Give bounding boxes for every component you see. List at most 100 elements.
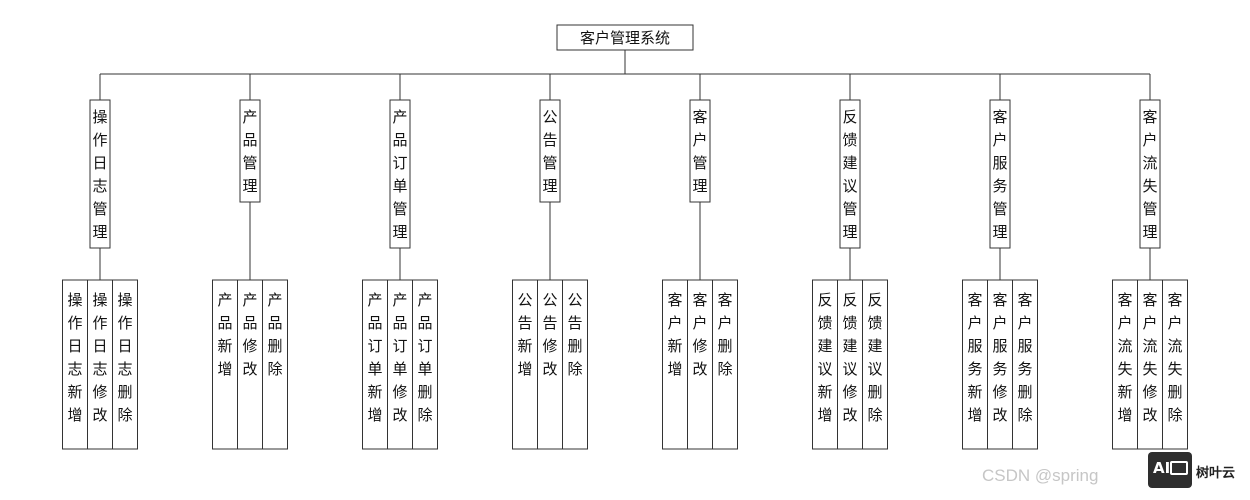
watermark-logo-text: AI: [1153, 459, 1171, 477]
function-node: 客户流失修改: [1137, 279, 1163, 450]
module-label: 公告管理: [542, 108, 557, 195]
function-box: [862, 279, 888, 450]
module-node: 反馈建议管理: [839, 99, 861, 249]
module-box: [239, 99, 261, 203]
function-node: 客户修改: [687, 279, 713, 450]
function-box: [237, 279, 263, 450]
function-box: [512, 279, 538, 450]
module-label: 客户服务管理: [992, 108, 1007, 241]
function-node: 产品新增: [212, 279, 238, 450]
function-label: 产品订单新增: [367, 291, 382, 424]
module-node: 操作日志管理: [89, 99, 111, 249]
module-node: 公告管理: [539, 99, 561, 203]
function-box: [112, 279, 138, 450]
root-box: [556, 24, 694, 51]
function-box: [262, 279, 288, 450]
function-label: 产品新增: [217, 291, 232, 378]
function-node: 客户服务新增: [962, 279, 988, 450]
module-node: 客户管理: [689, 99, 711, 203]
function-node: 反馈建议修改: [837, 279, 863, 450]
module-box: [689, 99, 711, 203]
function-box: [562, 279, 588, 450]
function-label: 产品删除: [267, 291, 282, 378]
function-node: 操作日志修改: [87, 279, 113, 450]
function-label: 产品订单修改: [392, 291, 407, 424]
function-box: [1162, 279, 1188, 450]
module-node: 产品订单管理: [389, 99, 411, 249]
function-node: 产品订单修改: [387, 279, 413, 450]
module-label: 操作日志管理: [92, 108, 107, 241]
function-label: 产品修改: [242, 291, 257, 378]
function-label: 客户新增: [667, 291, 682, 378]
image-icon: [1170, 461, 1188, 475]
function-label: 客户服务修改: [992, 291, 1007, 424]
connector-lines: [99, 50, 1151, 280]
function-node: 产品订单新增: [362, 279, 388, 450]
module-label: 产品管理: [242, 108, 257, 195]
function-label: 反馈建议修改: [842, 291, 857, 424]
function-node: 产品修改: [237, 279, 263, 450]
function-label: 操作日志修改: [92, 291, 107, 424]
module-box: [539, 99, 561, 203]
module-node: 客户服务管理: [989, 99, 1011, 249]
function-label: 公告修改: [542, 291, 557, 378]
watermark-brand: 树叶云: [1196, 466, 1236, 481]
function-node: 客户新增: [662, 279, 688, 450]
root-label: 客户管理系统: [580, 29, 670, 47]
function-nodes: 操作日志新增操作日志修改操作日志删除产品新增产品修改产品删除产品订单新增产品订单…: [62, 279, 1188, 450]
function-box: [662, 279, 688, 450]
function-node: 产品订单删除: [412, 279, 438, 450]
function-box: [1137, 279, 1163, 450]
function-label: 操作日志删除: [117, 291, 132, 424]
watermark-logo: AI: [1148, 452, 1192, 488]
function-node: 操作日志删除: [112, 279, 138, 450]
module-box: [839, 99, 861, 249]
root-node: 客户管理系统: [556, 24, 694, 51]
function-box: [62, 279, 88, 450]
module-label: 反馈建议管理: [842, 108, 857, 241]
module-label: 客户管理: [692, 108, 707, 195]
function-box: [987, 279, 1013, 450]
watermark-text: CSDN @spring: [982, 466, 1099, 485]
function-node: 公告删除: [562, 279, 588, 450]
function-label: 客户流失删除: [1167, 291, 1182, 424]
module-node: 产品管理: [239, 99, 261, 203]
function-node: 客户流失新增: [1112, 279, 1138, 450]
function-box: [962, 279, 988, 450]
module-box: [389, 99, 411, 249]
function-box: [387, 279, 413, 450]
function-node: 操作日志新增: [62, 279, 88, 450]
module-label: 产品订单管理: [392, 108, 407, 241]
module-box: [89, 99, 111, 249]
module-box: [1139, 99, 1161, 249]
function-label: 操作日志新增: [67, 291, 82, 424]
module-label: 客户流失管理: [1142, 108, 1157, 241]
function-node: 客户服务修改: [987, 279, 1013, 450]
function-node: 公告修改: [537, 279, 563, 450]
function-node: 产品删除: [262, 279, 288, 450]
function-label: 反馈建议新增: [817, 291, 832, 424]
function-node: 反馈建议删除: [862, 279, 888, 450]
module-nodes: 操作日志管理 产品管理 产品订单管理 公告管理 客户管理 反馈建议管理 客户服务管理 客户流失…: [89, 99, 1161, 249]
module-node: 客户流失管理: [1139, 99, 1161, 249]
function-label: 公告新增: [517, 291, 532, 378]
module-box: [989, 99, 1011, 249]
function-label: 客户流失新增: [1117, 291, 1132, 424]
function-box: [412, 279, 438, 450]
function-box: [1012, 279, 1038, 450]
function-box: [837, 279, 863, 450]
function-label: 客户服务新增: [967, 291, 982, 424]
function-box: [712, 279, 738, 450]
function-label: 客户流失修改: [1142, 291, 1157, 424]
function-node: 客户流失删除: [1162, 279, 1188, 450]
function-node: 反馈建议新增: [812, 279, 838, 450]
function-label: 客户服务删除: [1017, 291, 1032, 424]
function-box: [87, 279, 113, 450]
function-label: 客户修改: [692, 291, 707, 378]
function-node: 公告新增: [512, 279, 538, 450]
function-label: 客户删除: [717, 291, 732, 378]
function-box: [212, 279, 238, 450]
function-label: 反馈建议删除: [867, 291, 882, 424]
function-node: 客户服务删除: [1012, 279, 1038, 450]
